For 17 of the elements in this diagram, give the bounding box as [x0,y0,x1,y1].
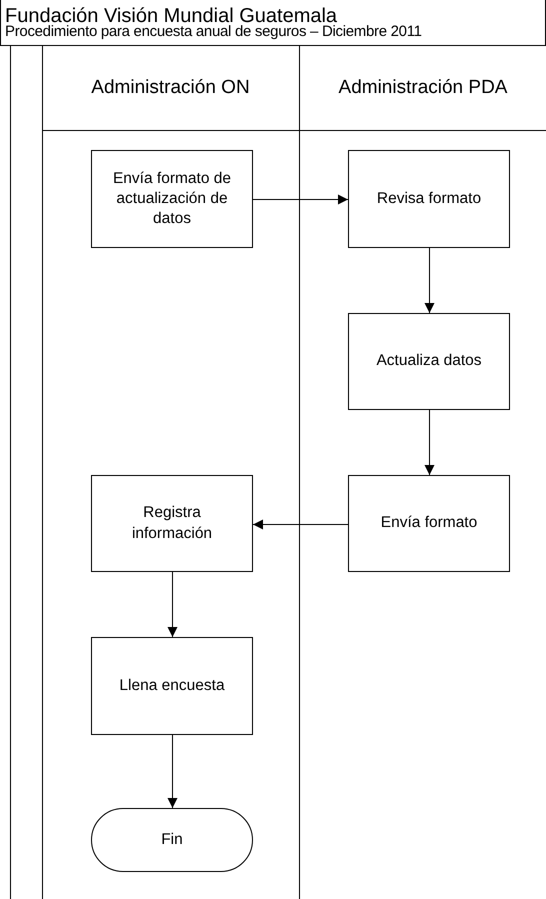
lane-title: Administración PDA [338,76,508,98]
subtitle: Procedimiento para encuesta anual de seguros – Diciembre 2011 [5,23,422,40]
process-box: Envía formato de actualización de datos [91,150,253,248]
process-box: Revisa formato [348,150,510,248]
arrow [252,520,348,530]
arrow [168,734,178,808]
arrow [424,248,434,314]
arrow [424,410,434,476]
arrow [168,572,178,638]
swimlane [42,45,300,899]
process-box: Llena encuesta [91,637,253,735]
process-box: Envía formato [348,475,510,572]
process-box: Registra información [91,475,253,572]
process-box: Actualiza datos [348,313,510,410]
arrow [252,194,348,204]
lane-title: Administración ON [91,76,250,98]
terminal-shape: Fin [91,808,253,872]
